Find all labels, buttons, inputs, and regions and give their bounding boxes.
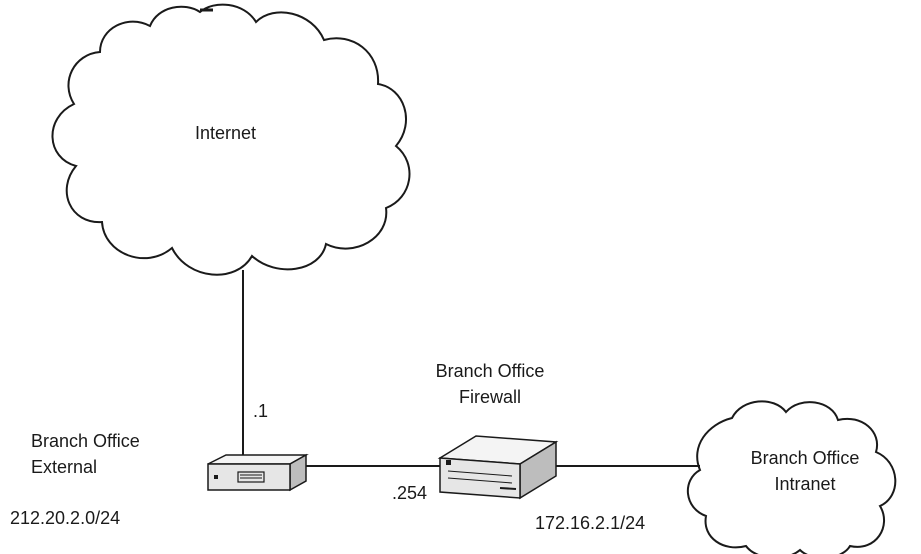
external-label-line1: Branch Office — [31, 431, 140, 451]
link-internet-host-label: .1 — [253, 401, 269, 421]
external-label: Branch Office External — [31, 428, 140, 480]
intranet-label-line2: Intranet — [774, 474, 836, 494]
internet-label: Internet — [195, 123, 257, 143]
intranet-label: Branch Office Intranet — [725, 445, 885, 497]
firewall-label: Branch Office Firewall — [410, 358, 570, 410]
firewall-label-line1: Branch Office — [435, 361, 545, 381]
router-icon — [207, 453, 309, 492]
link-firewall-host-label: .254 — [392, 483, 428, 503]
intranet-label-line1: Branch Office — [750, 448, 860, 468]
external-subnet-label: 212.20.2.0/24 — [10, 508, 121, 528]
intranet-subnet-label: 172.16.2.1/24 — [535, 513, 646, 533]
internet-cloud-icon — [51, 3, 411, 276]
firewall-icon — [437, 435, 559, 500]
intranet-cloud-icon — [686, 400, 897, 554]
firewall-label-line2: Firewall — [458, 387, 521, 407]
external-label-line2: External — [31, 457, 98, 477]
